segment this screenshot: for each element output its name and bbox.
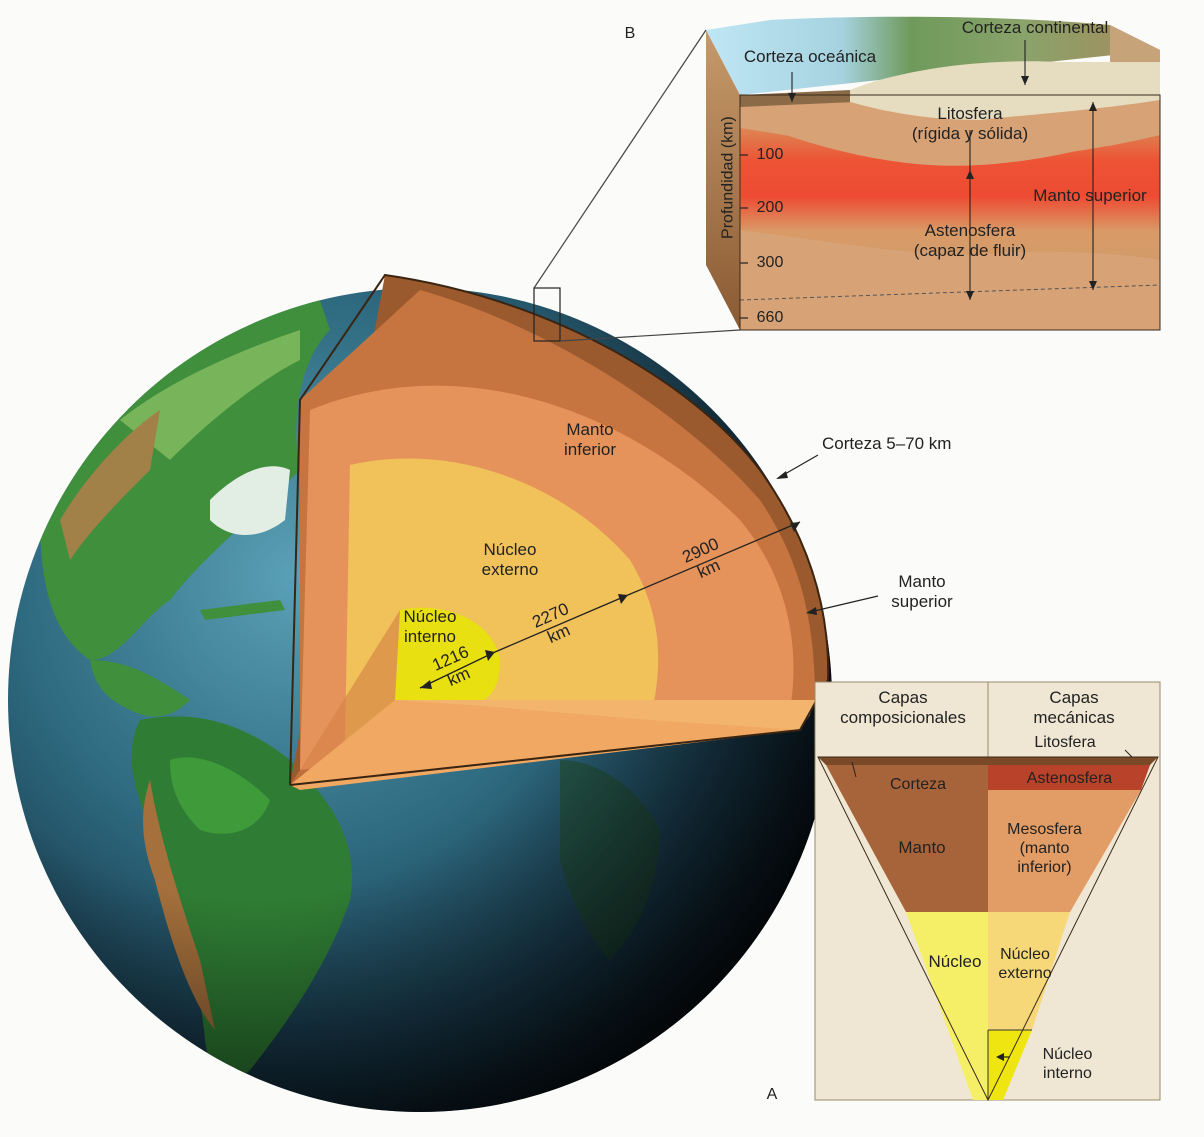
label-corteza-oceanica: Corteza oceánica [743,47,877,66]
table-nucleo-externo: Núcleo externo [998,946,1052,983]
callout-manto-superior: Manto superior [891,572,953,612]
outer-core-thickness-line [494,594,629,653]
callout-corteza: Corteza 5–70 km [822,434,952,453]
inner-core-radius-line [419,651,496,689]
asthenosphere-band [988,765,1150,790]
inset-marker-box [533,287,561,342]
label-corteza-continental: Corteza continental [961,18,1109,37]
depth-axis-label: Profundidad (km) [719,116,737,239]
col-capas-composicionales: Capas composicionales [840,688,966,728]
cutaway-layers [289,29,879,790]
table-manto: Manto [898,838,946,857]
panel-b-block [706,16,1161,331]
label-nucleo-interno: Núcleo interno [403,607,457,647]
label-astenosfera: Astenosfera (capaz de fluir) [913,221,1027,261]
label-manto-inferior: Manto inferior [564,420,616,460]
panel-a-letter: A [766,1086,778,1103]
depth-tick-660: 660 [756,309,784,326]
table-litosfera: Litosfera [1034,734,1096,751]
depth-tick-300: 300 [756,254,784,271]
label-nucleo-externo: Núcleo externo [481,540,539,580]
label-manto-superior-b: Manto superior [1033,186,1147,205]
label-litosfera: Litosfera (rígida y sólida) [911,104,1029,144]
table-nucleo-interno: Núcleo interno [1042,1046,1093,1083]
table-mesosfera: Mesosfera (manto inferior) [1007,821,1082,877]
table-astenosfera: Astenosfera [1026,770,1113,787]
inner-core-layer [395,607,500,705]
depth-tick-200: 200 [756,199,784,216]
table-corteza: Corteza [889,776,947,793]
layers-table [814,681,1161,1102]
mantle-thickness-line [627,521,801,596]
table-nucleo: Núcleo [928,952,982,971]
panel-b-letter: B [624,25,636,42]
col-capas-mecanicas: Capas mecánicas [1033,688,1115,728]
depth-tick-100: 100 [756,146,784,163]
